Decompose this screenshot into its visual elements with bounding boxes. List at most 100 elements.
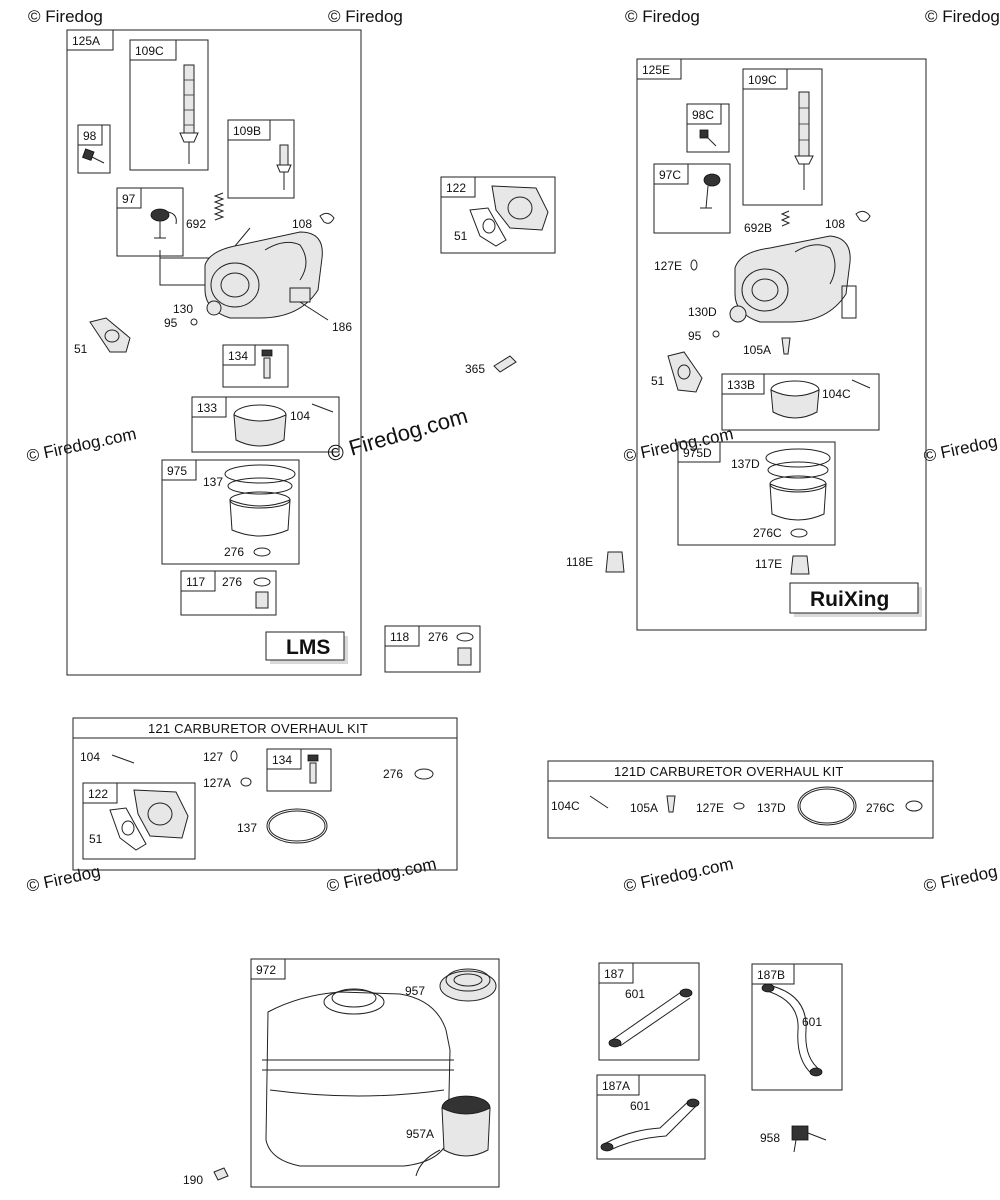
jet-icon	[261, 349, 273, 379]
part-975D-box	[677, 441, 836, 546]
plate-icon	[206, 300, 222, 316]
part-127E-label: 127E	[654, 259, 682, 273]
watermark: © Firedog.com	[622, 424, 735, 466]
part-958-label: 958	[760, 1131, 780, 1145]
group-125A: 125A 109C 98 109B 97	[66, 29, 362, 676]
part-187B-tab	[751, 963, 795, 985]
watermark: © Firedog	[922, 432, 999, 466]
fuel-tank-icon	[262, 988, 454, 1167]
carburetor-body-icon	[159, 227, 329, 321]
screw-icon	[712, 330, 720, 338]
float-bowl-pin-icon	[179, 64, 199, 164]
fitting-icon	[493, 355, 517, 373]
watermark: © Firedog	[328, 7, 403, 26]
fuel-hose-icon	[763, 985, 821, 1075]
part-187-tab	[598, 962, 634, 984]
part-134-tab	[222, 344, 256, 366]
part-97-box	[116, 187, 184, 257]
float-bowl-pin-icon	[794, 91, 814, 190]
group-125E-label: 125E	[642, 63, 670, 77]
brand-label-125A: LMS	[286, 636, 330, 659]
bolt-icon	[457, 647, 472, 666]
part-972-tab	[250, 958, 286, 980]
group-125A-label: 125A	[72, 34, 100, 48]
clip-icon	[319, 212, 335, 224]
group-187B: 187B 601	[751, 963, 843, 1091]
part-365-label: 365	[465, 362, 485, 376]
gasket-icon	[89, 317, 131, 353]
group-187A: 187A 601	[596, 1074, 706, 1160]
plate-icon	[729, 305, 747, 323]
part-134-tab	[266, 748, 302, 770]
part-118: 118 276	[384, 625, 481, 673]
washer-icon	[790, 528, 808, 538]
brand-box-125E	[789, 582, 919, 614]
part-187-label: 187	[604, 967, 624, 981]
part-109B-tab	[227, 119, 271, 141]
washer-icon	[253, 577, 271, 587]
part-137-label: 137	[237, 821, 257, 835]
kit-121-title: 121 CARBURETOR OVERHAUL KIT	[148, 721, 368, 736]
part-109C-tab	[742, 68, 788, 90]
washer-icon	[414, 768, 434, 780]
screw-icon	[190, 318, 198, 326]
part-975-box	[161, 459, 300, 565]
part-975-label: 975	[167, 464, 187, 478]
part-118E-label: 118E	[566, 555, 593, 569]
kit-121D-title: 121D CARBURETOR OVERHAUL KIT	[614, 764, 844, 779]
part-133B-label: 133B	[727, 378, 755, 392]
part-108-label: 108	[292, 217, 312, 231]
part-97-label: 97	[122, 192, 136, 206]
needle-valve-icon	[276, 144, 292, 190]
part-134-label: 134	[272, 753, 292, 767]
washer-icon	[253, 547, 271, 557]
part-958: 958	[760, 1125, 827, 1153]
part-137-label: 137	[203, 475, 223, 489]
part-122-box	[82, 782, 196, 860]
part-127A-label: 127A	[203, 776, 231, 790]
part-133-box	[191, 396, 340, 453]
gasket-icon	[109, 807, 147, 851]
part-97-tab	[116, 187, 142, 209]
part-118-label: 118	[390, 630, 409, 644]
watermark: © Firedog	[925, 7, 1000, 26]
part-51-label: 51	[651, 374, 665, 388]
part-601-label: 601	[630, 1099, 650, 1113]
part-118-box	[384, 625, 481, 673]
part-98-tab	[77, 124, 103, 146]
part-187A-label: 187A	[602, 1079, 630, 1093]
spacer-icon	[491, 185, 549, 231]
kit-121D: 121D CARBURETOR OVERHAUL KIT 104C 105A 1…	[547, 760, 934, 839]
fuel-hose-icon	[603, 1099, 697, 1151]
part-692-label: 692	[186, 217, 206, 231]
part-105A-label: 105A	[630, 801, 658, 815]
part-117-box	[180, 570, 277, 616]
part-97C-label: 97C	[659, 168, 681, 182]
part-187A-tab	[596, 1074, 640, 1096]
part-118-tab	[384, 625, 420, 647]
washer-icon	[456, 632, 474, 642]
bowl-icon	[233, 404, 287, 447]
gasket-icon	[469, 207, 507, 247]
part-117E-label: 117E	[755, 557, 782, 571]
brand-box-125A	[265, 631, 345, 661]
part-190: 190	[183, 1167, 229, 1187]
part-104-label: 104	[80, 750, 100, 764]
part-137D-label: 137D	[757, 801, 786, 815]
group-122: 122 51	[440, 176, 556, 254]
part-122-tab	[440, 176, 476, 198]
part-104C-label: 104C	[551, 799, 580, 813]
group-125E-frame	[636, 58, 927, 631]
part-130-label: 130	[173, 302, 193, 316]
fuel-cap-icon	[415, 1095, 491, 1177]
part-276-label: 276	[222, 575, 242, 589]
pin-icon	[111, 754, 135, 764]
part-127-label: 127	[203, 750, 223, 764]
part-601-label: 601	[802, 1015, 822, 1029]
watermark: © Firedog.com	[325, 854, 438, 896]
screw-icon	[699, 129, 717, 147]
part-122-label: 122	[88, 787, 108, 801]
watermark: © Firedog	[922, 862, 999, 896]
part-117-tab	[180, 570, 216, 592]
group-125E: 125E 109C 98C 97C 692B 108 127E	[636, 58, 927, 631]
